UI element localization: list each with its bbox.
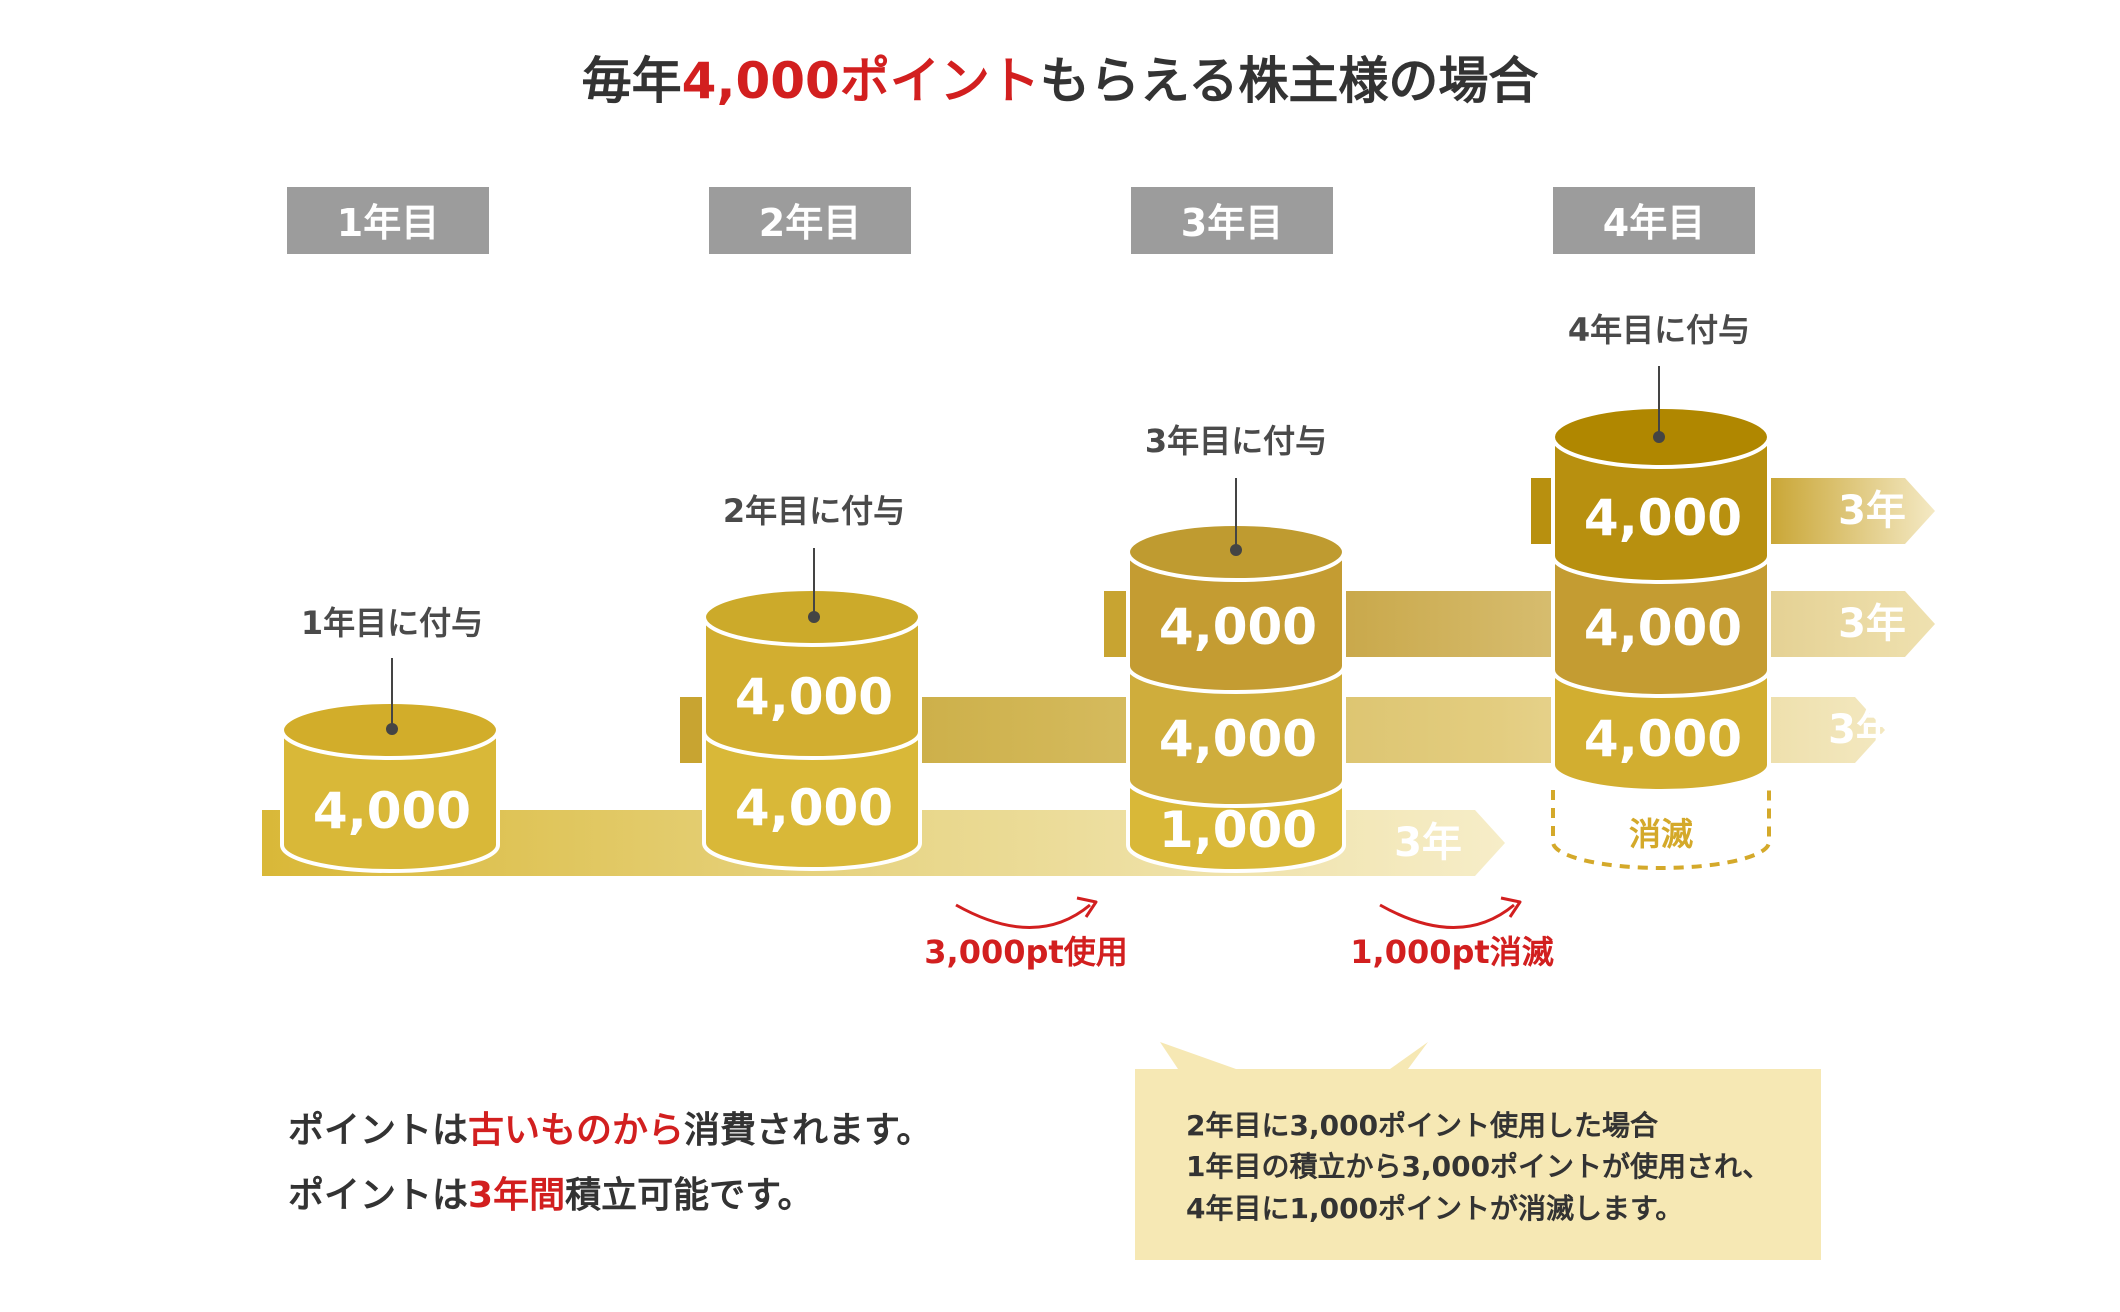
coin-value: 1,000 xyxy=(1159,801,1317,859)
coin-value: 4,000 xyxy=(313,782,471,840)
note-2-suffix: 積立可能です。 xyxy=(565,1175,813,1216)
note-1-highlight: 古いものから xyxy=(468,1110,684,1151)
caption-year1: 1年目に付与 xyxy=(301,604,483,735)
bubble-line-1: 2年目に3,000ポイント使用した場合 xyxy=(1186,1109,1659,1142)
expired-label: 消滅 xyxy=(1629,815,1693,853)
note-1-prefix: ポイントは xyxy=(288,1109,468,1151)
year-tab-label: 1年目 xyxy=(337,201,439,245)
expired-coin-outline xyxy=(1551,790,1771,870)
year-tab-2: 2年目 xyxy=(709,187,911,254)
event-use: 3,000pt使用 xyxy=(924,896,1128,971)
caption-year4: 4年目に付与 xyxy=(1568,311,1750,443)
band-stub-year2 xyxy=(680,697,704,763)
band-stub-year3 xyxy=(1104,591,1128,657)
bubble-line-3: 4年目に1,000ポイントが消滅します。 xyxy=(1186,1192,1683,1225)
coin-stack-year2: 4,000 4,000 xyxy=(702,587,922,871)
caption-year2: 2年目に付与 xyxy=(723,492,905,623)
event-expire: 1,000pt消滅 xyxy=(1350,896,1554,971)
expiry-label-year1: 3年 xyxy=(1394,820,1462,866)
note-line-1: ポイントは古いものから消費されます。 xyxy=(288,1109,932,1151)
coin-value: 4,000 xyxy=(1584,599,1742,657)
coin-value: 4,000 xyxy=(735,779,893,837)
event-expire-label: 1,000pt消滅 xyxy=(1350,933,1553,971)
title-prefix: 毎年 xyxy=(582,52,682,110)
expiry-label-year2: 3年 xyxy=(1828,707,1896,753)
caption-text: 2年目に付与 xyxy=(723,492,905,530)
note-2-prefix: ポイントは xyxy=(288,1174,468,1216)
caption-text: 1年目に付与 xyxy=(301,604,483,642)
coin-value: 4,000 xyxy=(1584,710,1742,768)
diagram-title: 毎年4,000ポイントもらえる株主様の場合 xyxy=(582,52,1539,110)
year-tab-4: 4年目 xyxy=(1553,187,1755,254)
year-tab-3: 3年目 xyxy=(1131,187,1333,254)
flow-band-year4 xyxy=(1765,478,1935,544)
expiry-label-year3: 3年 xyxy=(1838,601,1906,647)
year-tab-1: 1年目 xyxy=(287,187,489,254)
note-2-highlight: 3年間 xyxy=(468,1175,565,1216)
year-tab-label: 3年目 xyxy=(1181,201,1283,245)
bubble-line-2: 1年目の積立から3,000ポイントが使用され、 xyxy=(1186,1150,1770,1183)
coin-value: 4,000 xyxy=(1584,489,1742,547)
expiry-label-year4: 3年 xyxy=(1838,488,1906,534)
caption-year3: 3年目に付与 xyxy=(1145,422,1327,556)
title-suffix: もらえる株主様の場合 xyxy=(1040,52,1539,110)
year-tab-label: 4年目 xyxy=(1603,201,1705,245)
explanation-bubble: 2年目に3,000ポイント使用した場合 1年目の積立から3,000ポイントが使用… xyxy=(1135,1042,1821,1260)
caption-text: 4年目に付与 xyxy=(1568,311,1750,349)
year-tab-label: 2年目 xyxy=(759,201,861,245)
coin-value: 4,000 xyxy=(735,668,893,726)
coin-value: 4,000 xyxy=(1159,710,1317,768)
title-highlight: 4,000ポイント xyxy=(682,52,1040,110)
coin-value: 4,000 xyxy=(1159,598,1317,656)
note-1-suffix: 消費されます。 xyxy=(684,1110,932,1151)
caption-text: 3年目に付与 xyxy=(1145,422,1327,460)
event-use-label: 3,000pt使用 xyxy=(924,933,1127,971)
coin-stack-year4: 4,000 4,000 4,000 消滅 xyxy=(1551,405,1771,870)
coin-stack-year3: 1,000 4,000 4,000 xyxy=(1126,522,1346,873)
note-line-2: ポイントは3年間積立可能です。 xyxy=(288,1174,813,1216)
